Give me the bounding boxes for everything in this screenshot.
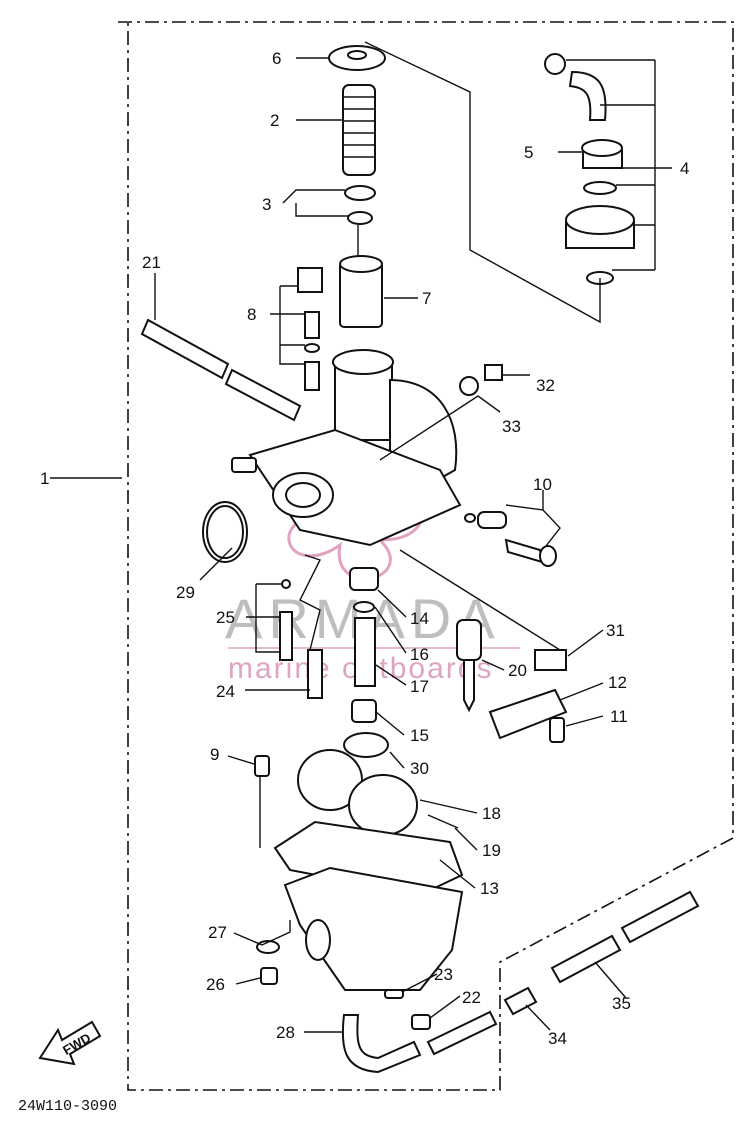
part-30-cover — [343, 732, 389, 758]
callout-8: 8 — [247, 305, 256, 324]
part-10-screw-set — [464, 511, 557, 567]
callout-34: 34 — [548, 1029, 567, 1048]
callout-22: 22 — [462, 988, 481, 1007]
part-17-needle-jet — [354, 617, 376, 687]
part-9-screw — [254, 755, 270, 777]
callout-31: 31 — [606, 621, 625, 640]
callout-32: 32 — [536, 376, 555, 395]
part-16-o-ring — [353, 601, 375, 613]
callout-14: 14 — [410, 609, 429, 628]
assembly-frame — [118, 21, 734, 1091]
part-15-main-jet — [351, 699, 377, 723]
leader-lines — [50, 41, 672, 1033]
part-33-washer — [459, 376, 479, 396]
callout-16: 16 — [410, 645, 429, 664]
callout-11: 11 — [610, 707, 628, 726]
part-26-screw — [260, 967, 278, 985]
callout-labels: 1 2 3 4 5 6 7 8 9 10 11 12 13 14 15 16 1… — [40, 49, 689, 1048]
callout-23: 23 — [434, 965, 453, 984]
callout-27: 27 — [208, 923, 227, 942]
part-13-gasket — [273, 820, 464, 897]
callout-1: 1 — [40, 469, 49, 488]
part-24-jet — [307, 649, 323, 699]
callout-4: 4 — [680, 159, 689, 178]
part-32-screw — [484, 364, 503, 381]
part-8-pilot-screw-set — [297, 267, 323, 391]
callout-28: 28 — [276, 1023, 295, 1042]
callout-21: 21 — [142, 253, 161, 272]
callout-2: 2 — [270, 111, 279, 130]
part-28-drain-hose — [341, 1010, 498, 1074]
part-14-needle-jet-holder — [349, 567, 379, 591]
callout-18: 18 — [482, 804, 501, 823]
callout-17: 17 — [410, 677, 429, 696]
callout-25: 25 — [216, 608, 235, 627]
callout-3: 3 — [262, 195, 271, 214]
part-code: 24W110-3090 — [18, 1098, 117, 1115]
callout-20: 20 — [508, 661, 527, 680]
callout-35: 35 — [612, 994, 631, 1013]
callout-13: 13 — [480, 879, 499, 898]
part-11-screw — [549, 717, 565, 743]
fwd-arrow-icon: FWD — [38, 1020, 102, 1066]
callout-9: 9 — [210, 745, 219, 764]
callout-12: 12 — [608, 673, 627, 692]
callout-10: 10 — [533, 475, 552, 494]
part-20-needle-valve — [456, 619, 482, 713]
part-19-pin — [427, 814, 459, 829]
callout-7: 7 — [422, 289, 431, 308]
callout-26: 26 — [206, 975, 225, 994]
part-1-carburetor-body — [231, 349, 462, 547]
part-4-cap-assembly — [544, 53, 635, 285]
part-25-screw-set — [279, 579, 293, 661]
part-3-clips — [344, 185, 376, 258]
part-23-o-ring — [384, 989, 404, 999]
float-bowl — [283, 866, 464, 991]
part-2-spring — [342, 84, 376, 176]
part-34-fitting — [503, 986, 538, 1016]
callout-33: 33 — [502, 417, 521, 436]
callout-6: 6 — [272, 49, 281, 68]
callout-15: 15 — [410, 726, 429, 745]
callout-24: 24 — [216, 682, 235, 701]
part-29-o-ring — [202, 501, 248, 563]
callout-29: 29 — [176, 583, 195, 602]
part-18-float — [297, 749, 418, 836]
callout-30: 30 — [410, 759, 429, 778]
part-21-tube — [140, 318, 302, 422]
callout-19: 19 — [482, 841, 501, 860]
part-31-clip — [534, 649, 567, 671]
part-6-washer — [328, 45, 386, 71]
part-22-screw — [411, 1014, 431, 1030]
part-7-throttle-valve — [339, 255, 383, 328]
callout-5: 5 — [524, 143, 533, 162]
part-35-hose — [550, 890, 700, 984]
part-12-plate — [488, 688, 568, 740]
